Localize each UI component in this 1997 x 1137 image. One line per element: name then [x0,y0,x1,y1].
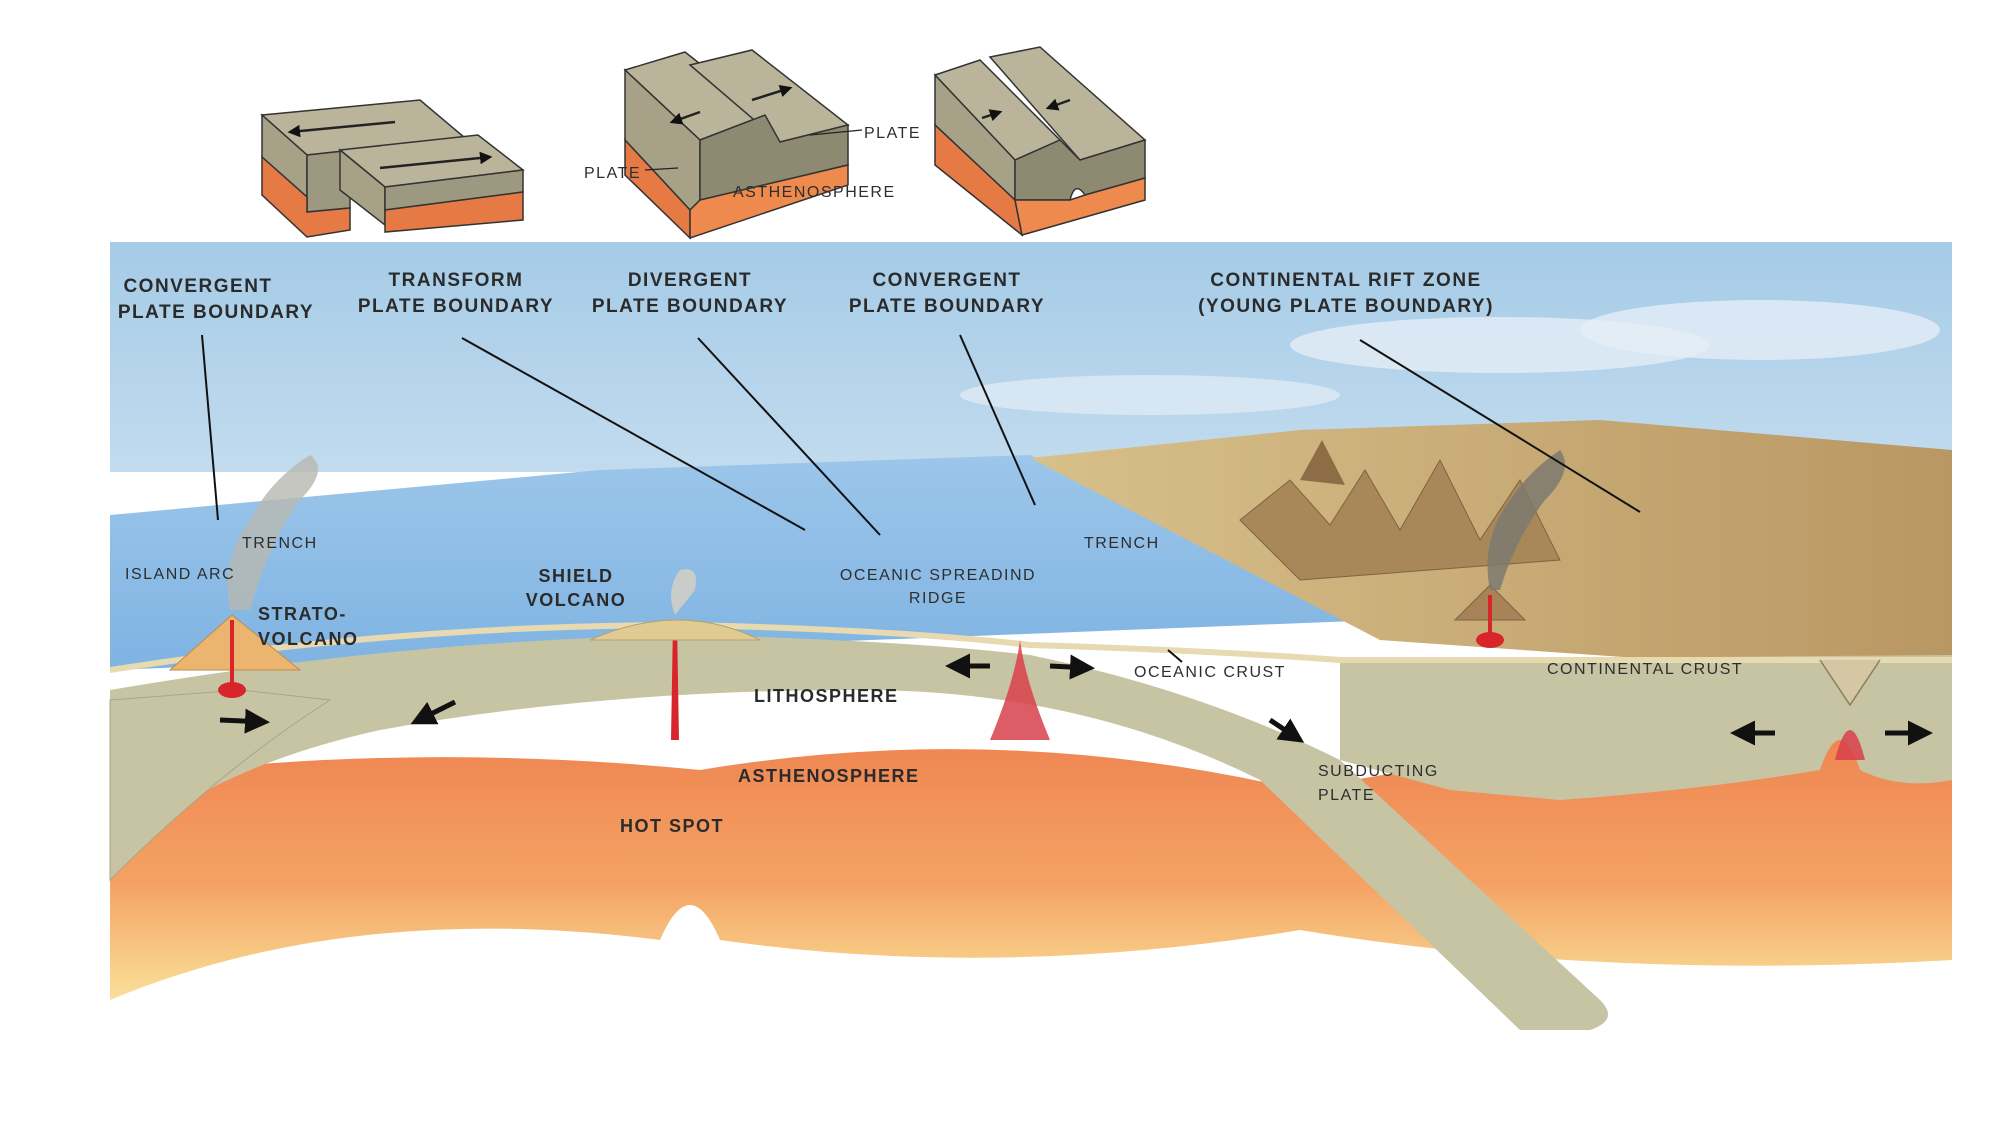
transform-line2: PLATE BOUNDARY [358,296,554,317]
divergent-line2: PLATE BOUNDARY [592,296,788,317]
divergent-block-diagram [623,49,863,240]
plate-label-left: PLATE [584,165,641,182]
shield-volcano [589,619,761,641]
continental-crust-label: CONTINENTAL CRUST [1547,661,1743,678]
lithosphere-band [110,635,1608,1030]
island-arc-label: ISLAND ARC [125,566,235,583]
rift-line1: CONTINENTAL RIFT ZONE [1210,270,1481,291]
cross-section [109,242,1952,1060]
transform-line1: TRANSFORM [389,270,524,291]
block-labels: PLATE PLATE ASTHENOSPHERE [584,125,921,201]
ridge-label-line2: RIDGE [909,590,967,607]
convergent-right-line1: CONVERGENT [872,270,1021,291]
rift-line2: (YOUNG PLATE BOUNDARY) [1198,296,1494,317]
convergent-left-line2: PLATE BOUNDARY [118,302,314,323]
asthenosphere-block-label: ASTHENOSPHERE [733,184,896,201]
lithosphere-label: LITHOSPHERE [754,686,899,706]
continental-lithosphere [1340,655,1952,800]
plate-motion-arrows [219,653,1933,746]
strato-label-line2: VOLCANO [258,629,359,649]
asthenosphere-label: ASTHENOSPHERE [738,766,920,786]
strato-label-line1: STRATO- [258,604,347,624]
subducting-label-line1: SUBDUCTING [1318,763,1439,780]
boundary-labels: CONVERGENT PLATE BOUNDARY TRANSFORM PLAT… [118,270,1494,323]
subducting-label-line2: PLATE [1318,787,1375,804]
convergent-left-line1: CONVERGENT [123,276,272,297]
ridge-label-line1: OCEANIC SPREADIND [840,567,1036,584]
shield-label-line2: VOLCANO [526,590,627,610]
divergent-line1: DIVERGENT [628,270,752,291]
leader-lines [201,334,1641,663]
ridge-magma [990,640,1050,740]
trench-left-label: TRENCH [242,535,318,552]
oceanic-crust-label: OCEANIC CRUST [1134,664,1286,681]
convergent-right-line2: PLATE BOUNDARY [849,296,1045,317]
plate-label-right: PLATE [864,125,921,142]
convergent-block-diagram [933,46,1147,237]
ocean [110,455,1380,670]
shield-label-line1: SHIELD [538,566,613,586]
trench-right-label: TRENCH [1084,535,1160,552]
transform-block-diagram [260,99,525,238]
strato-volcano [168,614,302,671]
hot-spot-plume [671,620,679,740]
feature-labels: TRENCH ISLAND ARC STRATO- VOLCANO SHIELD… [125,535,1743,836]
hot-spot-label: HOT SPOT [620,816,724,836]
